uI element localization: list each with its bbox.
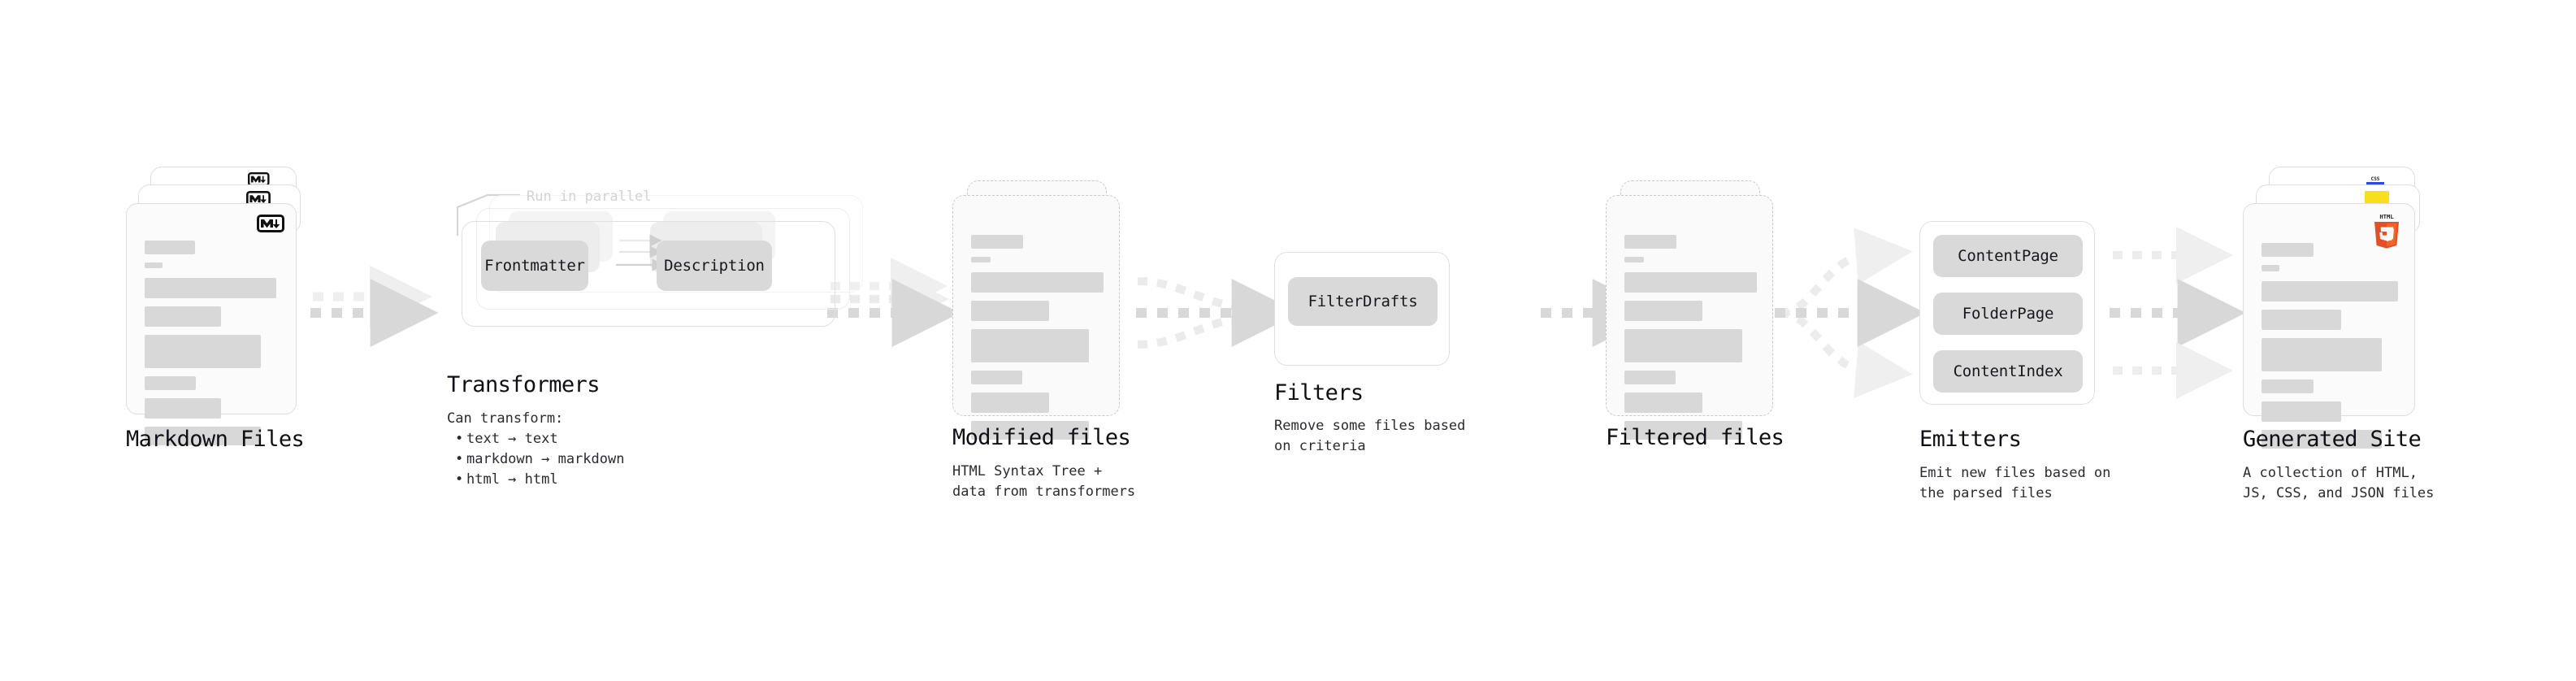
transformers-caption: Can transform:: [447, 410, 564, 427]
modified-files-title: Modified files: [952, 425, 1131, 450]
skeleton-line: [971, 257, 991, 262]
filters-title: Filters: [1274, 380, 1364, 406]
filters-caption: Remove some files based on criteria: [1274, 418, 1466, 454]
markdown-files-title: Markdown Files: [126, 427, 305, 452]
svg-text:HTML: HTML: [2379, 213, 2394, 220]
emitters-chip-folderpage[interactable]: FolderPage: [1933, 293, 2083, 335]
svg-text:CSS: CSS: [2371, 176, 2380, 182]
arrow-markdown-to-transformers: [310, 265, 439, 347]
transformers-bullet-text: text → text: [453, 429, 624, 449]
transformers-chip-description[interactable]: Description: [657, 241, 772, 291]
skeleton-line: [1624, 257, 1644, 262]
markdown-doc-skeleton: [145, 241, 280, 453]
transformers-container: [462, 221, 835, 327]
skeleton-line: [2262, 338, 2382, 371]
skeleton-line: [145, 427, 261, 445]
skeleton-line: [971, 421, 1089, 440]
transformers-chip-frontmatter[interactable]: Frontmatter: [481, 241, 588, 291]
arrow-transformers-to-modified: [827, 258, 961, 347]
skeleton-line: [145, 335, 261, 368]
skeleton-line: [2262, 380, 2314, 393]
html5-badge: HTML: [2370, 211, 2403, 249]
stage-generated-site: CSS HTML: [2243, 167, 2438, 449]
emitters-chip-contentindex[interactable]: ContentIndex: [1933, 350, 2083, 393]
transformers-bullet-markdown: markdown → markdown: [453, 449, 624, 470]
emitters-caption: Emit new files based on the parsed files: [1919, 465, 2111, 501]
emitters-chip-contentpage[interactable]: ContentPage: [1933, 235, 2083, 277]
modified-doc-skeleton: [971, 235, 1104, 448]
skeleton-line: [1624, 329, 1742, 362]
transformers-title: Transformers: [447, 372, 600, 397]
skeleton-line: [2262, 430, 2382, 449]
generated-site-title: Generated Site: [2243, 427, 2422, 452]
modified-files-caption: HTML Syntax Tree + data from transformer…: [952, 463, 1136, 500]
skeleton-line: [145, 241, 195, 254]
skeleton-line: [1624, 301, 1702, 321]
skeleton-line: [1624, 393, 1702, 413]
stage-modified-files: [952, 180, 1139, 449]
skeleton-line: [971, 301, 1049, 321]
js-badge: [2365, 191, 2389, 205]
skeleton-line: [1624, 371, 1676, 384]
markdown-badge-front: [257, 215, 284, 232]
filtered-doc-front: [1606, 195, 1773, 440]
markdown-doc-front: [126, 203, 297, 445]
filters-container: FilterDrafts: [1274, 252, 1450, 366]
skeleton-line: [2262, 243, 2314, 257]
skeleton-line: [145, 306, 221, 327]
arrow-modified-to-filters: [1136, 277, 1300, 349]
emitters-title: Emitters: [1919, 427, 2022, 452]
modified-doc-front: [952, 195, 1120, 440]
transformers-bullet-html: html → html: [453, 470, 624, 490]
stage-markdown-files: [126, 167, 313, 445]
site-doc-skeleton: [2262, 243, 2398, 457]
generated-site-caption: A collection of HTML, JS, CSS, and JSON …: [2243, 465, 2435, 501]
site-doc-front: HTML: [2243, 203, 2415, 449]
skeleton-line: [971, 235, 1023, 249]
stage-filtered-files: [1606, 180, 1793, 449]
skeleton-line: [971, 393, 1049, 413]
skeleton-line: [145, 262, 163, 268]
arrow-filtered-to-emitters: [1775, 228, 1926, 398]
skeleton-line: [1624, 272, 1757, 293]
transformers-stack-back-1: [476, 208, 850, 310]
skeleton-line: [1624, 421, 1742, 440]
emitters-container: ContentPage FolderPage ContentIndex: [1919, 221, 2095, 405]
skeleton-line: [971, 272, 1104, 293]
skeleton-line: [971, 371, 1022, 384]
skeleton-line: [145, 376, 196, 390]
filtered-doc-skeleton: [1624, 235, 1757, 448]
filtered-files-title: Filtered files: [1606, 425, 1785, 450]
skeleton-line: [2262, 401, 2341, 422]
transformers-inner-arrows: [616, 234, 665, 271]
skeleton-line: [2262, 310, 2341, 330]
skeleton-line: [971, 329, 1089, 362]
skeleton-line: [145, 278, 276, 298]
skeleton-line: [145, 398, 221, 419]
skeleton-line: [2262, 281, 2398, 301]
run-in-parallel-label: Run in parallel: [527, 189, 652, 205]
filters-chip-filterdrafts[interactable]: FilterDrafts: [1288, 277, 1438, 326]
css-badge: CSS: [2365, 174, 2386, 185]
skeleton-line: [2262, 265, 2279, 271]
transformers-bullets: text → text markdown → markdown html → h…: [453, 429, 624, 490]
arrow-emitters-to-site: [2110, 227, 2246, 399]
skeleton-line: [1624, 235, 1676, 249]
